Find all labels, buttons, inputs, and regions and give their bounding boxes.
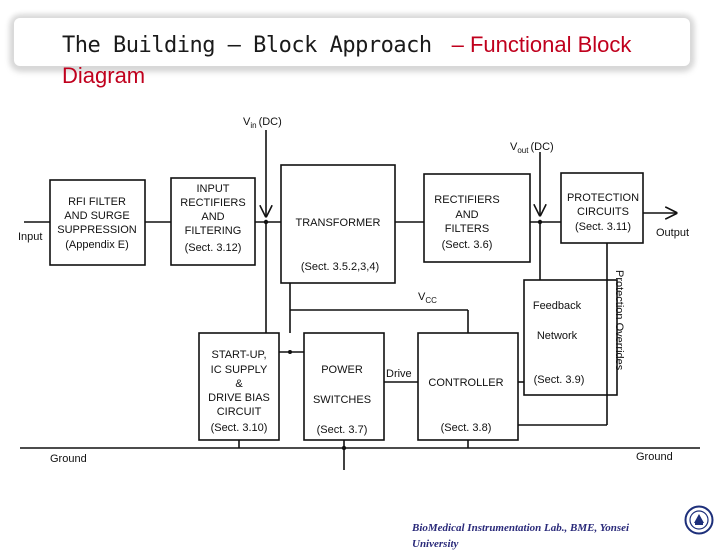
vout-label: Vout(DC): [510, 141, 554, 155]
startup-text-4: DRIVE BIAS: [208, 392, 270, 404]
protection-block: [560, 172, 644, 244]
rectifiers-filters-block: [423, 173, 531, 263]
input-rect-text-2: RECTIFIERS: [180, 197, 245, 209]
controller-text-1: CONTROLLER: [428, 377, 503, 389]
vin-label: Vin(DC): [243, 116, 282, 130]
protection-text-2: CIRCUITS: [577, 206, 629, 218]
footer: BioMedical Instrumentation Lab., BME, Yo…: [412, 522, 630, 550]
transformer-text-2: (Sect. 3.5.2,3,4): [301, 261, 379, 273]
feedback-text-1: Feedback: [533, 300, 582, 312]
power-text-3: (Sect. 3.7): [317, 424, 368, 436]
output-label: Output: [656, 227, 689, 239]
title-part2: – Functional Block: [451, 32, 632, 57]
rect-filters-text-1: RECTIFIERS: [434, 194, 499, 206]
ground-right-label: Ground: [636, 451, 673, 463]
ground-left-label: Ground: [50, 453, 87, 465]
rect-filters-text-4: (Sect. 3.6): [442, 239, 493, 251]
rfi-text-2: AND SURGE: [64, 210, 129, 222]
rect-filters-text-2: AND: [455, 209, 478, 221]
input-label: Input: [18, 231, 42, 243]
feedback-block: [523, 279, 618, 396]
drive-label: Drive: [386, 368, 412, 380]
input-rect-text-1: INPUT: [197, 183, 230, 195]
protection-overrides-label: Protection Overrides: [613, 270, 625, 371]
feedback-text-3: (Sect. 3.9): [534, 374, 585, 386]
footer-line1: BioMedical Instrumentation Lab., BME, Yo…: [412, 522, 630, 534]
rfi-text-4: (Appendix E): [65, 239, 129, 251]
power-text-2: SWITCHES: [313, 394, 371, 406]
input-rect-text-4: FILTERING: [185, 225, 242, 237]
title-bar: [14, 18, 690, 66]
controller-text-2: (Sect. 3.8): [441, 422, 492, 434]
feedback-text-2: Network: [537, 330, 578, 342]
title-part1: The Building – Block Approach: [62, 33, 432, 58]
title-part3: Diagram: [62, 63, 146, 88]
rfi-text-1: RFI FILTER: [68, 196, 126, 208]
startup-text-5: CIRCUIT: [217, 406, 262, 418]
startup-text-2: IC SUPPLY: [211, 364, 268, 376]
startup-text-1: START-UP,: [211, 349, 266, 361]
protection-text-3: (Sect. 3.11): [575, 221, 631, 233]
transformer-text-1: TRANSFORMER: [296, 217, 381, 229]
rfi-text-3: SUPPRESSION: [57, 224, 137, 236]
vcc-label: VCC: [418, 291, 437, 305]
startup-text-3: &: [235, 378, 243, 390]
power-text-1: POWER: [321, 364, 363, 376]
slide-title: The Building – Block Approach – Functiona…: [62, 30, 702, 92]
rect-filters-text-3: FILTERS: [445, 223, 489, 235]
startup-text-6: (Sect. 3.10): [211, 422, 268, 434]
rfi-filter-block: [49, 179, 146, 266]
university-seal-icon: [684, 505, 714, 535]
protection-text-1: PROTECTION: [567, 192, 639, 204]
input-rect-text-3: AND: [201, 211, 224, 223]
input-rect-text-5: (Sect. 3.12): [185, 242, 242, 254]
transformer-block: [280, 164, 396, 284]
